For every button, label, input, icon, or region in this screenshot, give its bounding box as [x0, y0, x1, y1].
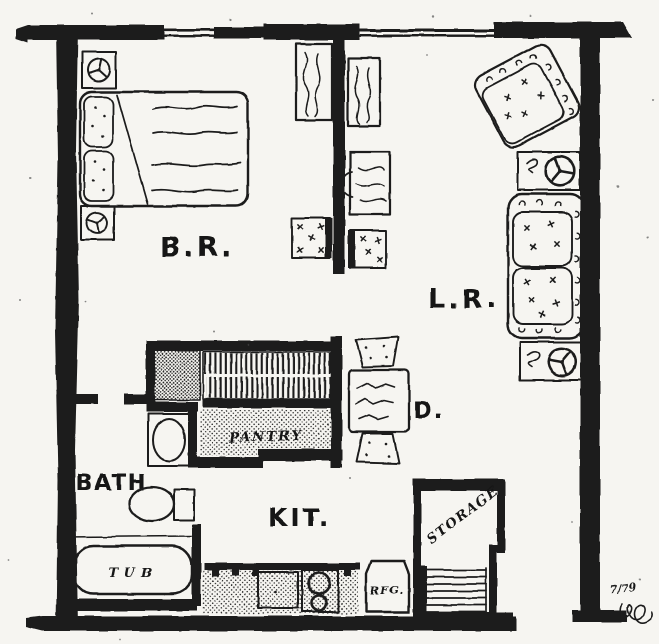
- pantry-label: PANTRY: [227, 428, 303, 447]
- ottoman-left: [291, 217, 332, 259]
- partition-furniture: [291, 42, 392, 269]
- bottom-wall-left-cap: [26, 616, 42, 631]
- bath-kitchen-wall-upper: [188, 412, 197, 468]
- pantry-area: PANTRY: [200, 410, 331, 456]
- bathtub: TUB: [72, 544, 194, 596]
- dining-table: [347, 368, 411, 434]
- vanity-desk: [340, 150, 392, 216]
- bath-south-wall: [58, 599, 197, 611]
- core-top-wall: [146, 341, 342, 351]
- top-wall-segment-2: [214, 27, 268, 38]
- bath-door-jamb-right: [124, 394, 148, 404]
- bedroom-label: B.R.: [160, 232, 234, 263]
- photocopy-speckles: [7, 12, 654, 641]
- tub-nook-line: [59, 535, 195, 538]
- dining-area: D.: [347, 336, 445, 464]
- sofa-cushion: [512, 267, 573, 325]
- kitchen-counter: [202, 563, 360, 614]
- window-opening-top-left: [160, 28, 222, 37]
- kitchen-top-wall-right: [258, 449, 343, 461]
- top-wall-segment-3: [264, 24, 360, 40]
- bottom-wall: [42, 616, 516, 631]
- storage-shelves: [421, 566, 487, 615]
- outer-walls: [16, 22, 632, 631]
- table-lamp-icon: [542, 153, 578, 189]
- sofa: [506, 192, 586, 340]
- left-wall: [55, 26, 79, 628]
- top-wall-segment-4: [494, 22, 632, 38]
- right-wall: [580, 30, 600, 616]
- ottoman-right: [348, 229, 387, 269]
- kitchen: KIT. RFG.: [202, 503, 411, 614]
- closet-hanging-rod: [202, 351, 332, 408]
- dining-label: D.: [413, 398, 445, 424]
- lounge-chair: [473, 43, 581, 149]
- storage-label: STORAGE: [424, 483, 502, 547]
- lavatory-nook-top-wall: [146, 402, 198, 412]
- pillow: [83, 150, 114, 202]
- core-left-wall: [146, 341, 155, 412]
- kitchen-label: KIT.: [268, 503, 331, 532]
- blanket-lines: [151, 104, 241, 193]
- table-lamp-icon: [543, 343, 581, 381]
- dining-chair-north: [355, 336, 399, 368]
- bath-kitchen-wall-lower: [192, 524, 201, 606]
- linen-shelf: [154, 350, 200, 400]
- table-lamp-icon: [82, 208, 112, 238]
- bedroom: B.R.: [78, 51, 250, 263]
- dresser-right: [346, 56, 382, 128]
- tub-label: TUB: [108, 566, 158, 581]
- bathroom: BATH TUB: [58, 394, 201, 611]
- vanity-chair: [340, 171, 353, 198]
- toilet: [128, 485, 195, 523]
- side-table-south: [519, 341, 583, 381]
- storage-closet: STORAGE: [413, 479, 513, 622]
- window-opening-top-right: [356, 29, 500, 37]
- refrigerator: RFG.: [364, 559, 411, 614]
- signature-block: 7/79: [609, 580, 654, 624]
- top-wall-segment-1: [28, 25, 164, 40]
- bed: [78, 90, 250, 208]
- top-wall-left-cap: [16, 25, 28, 43]
- initials-signature: [619, 603, 654, 624]
- nightstand-bottom: [80, 205, 115, 241]
- refrigerator-label: RFG.: [369, 584, 404, 597]
- table-lamp-icon: [84, 55, 114, 85]
- bed-fold-line: [116, 94, 149, 205]
- partition-wall: [333, 30, 345, 274]
- living-room-label: L.R.: [428, 284, 499, 315]
- pillow: [83, 96, 114, 148]
- kitchen-sink: [257, 571, 299, 609]
- bath-door-jamb-left: [76, 394, 98, 404]
- closet-pantry-core: PANTRY: [146, 336, 343, 468]
- nightstand-top: [81, 51, 117, 89]
- bath-label: BATH: [76, 471, 148, 496]
- side-table-north: [517, 151, 581, 191]
- lavatory: [147, 413, 191, 467]
- sofa-cushion: [512, 211, 573, 267]
- dresser-left: [294, 42, 334, 122]
- range-stove: [301, 569, 339, 613]
- date-label: 7/79: [609, 580, 638, 597]
- living-room: L.R.: [428, 43, 586, 381]
- kitchen-top-wall-left: [193, 457, 263, 468]
- dining-chair-south: [355, 433, 400, 464]
- right-wall-foot: [572, 610, 627, 622]
- core-right-wall: [331, 336, 342, 468]
